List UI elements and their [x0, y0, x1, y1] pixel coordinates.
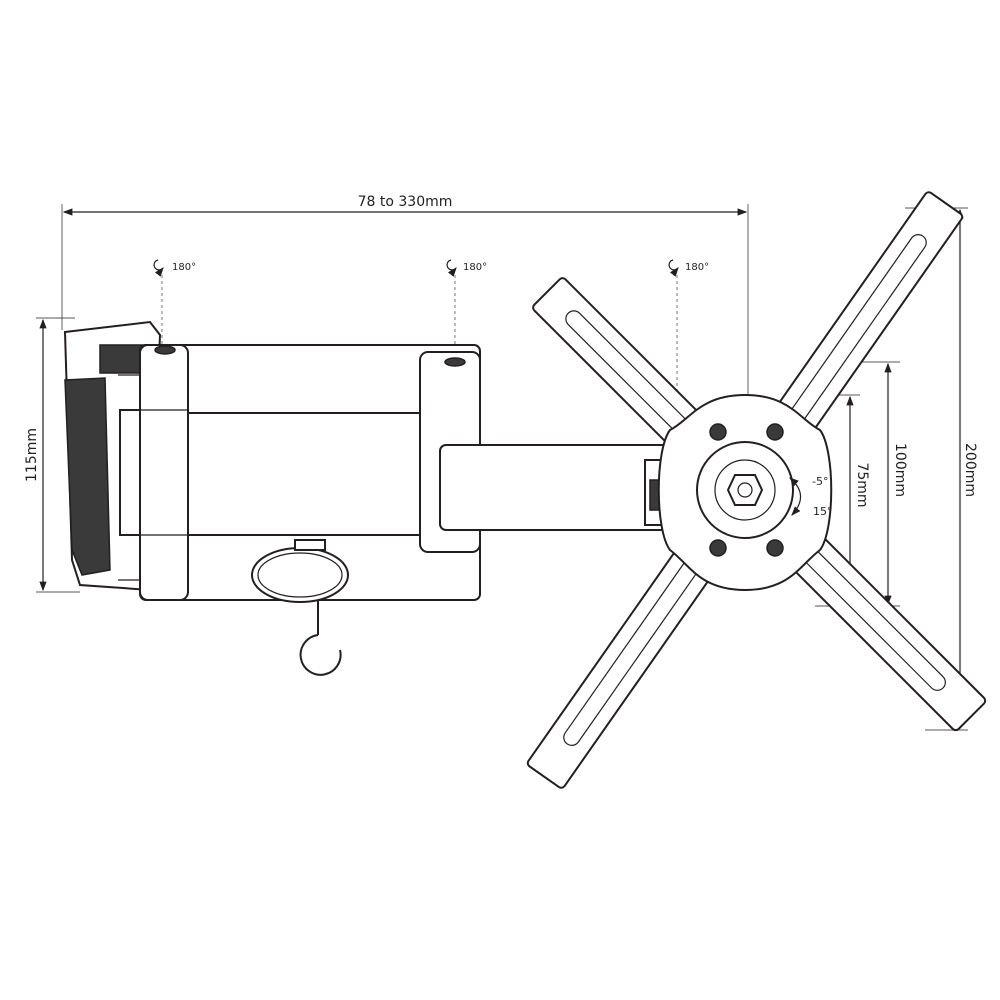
vesa-small-label: 75mm — [854, 462, 870, 507]
wall-joint-rotation: 180° — [172, 262, 196, 273]
vesa-rails — [526, 191, 987, 789]
tilt-down-label: 15° — [813, 505, 833, 518]
tilt-up-label: -5° — [812, 475, 828, 488]
vesa-max-label: 200mm — [962, 443, 978, 497]
plate-height-label: 115mm — [24, 428, 40, 482]
tilt-hub: -5° 15° — [657, 393, 833, 592]
cable-clip — [251, 539, 349, 676]
vesa-dimensions: 200mm 100mm 75mm — [815, 207, 978, 731]
reach-label: 78 to 330mm — [358, 194, 453, 210]
nut-icon — [726, 474, 764, 506]
reach-dimension: 78 to 330mm — [61, 194, 749, 420]
first-arm — [119, 344, 481, 601]
vesa-medium-label: 100mm — [892, 443, 908, 497]
plate-height-dimension: 115mm — [24, 317, 80, 593]
head-joint-rotation: 180° — [685, 262, 709, 273]
middle-joint-rotation: 180° — [463, 262, 487, 273]
